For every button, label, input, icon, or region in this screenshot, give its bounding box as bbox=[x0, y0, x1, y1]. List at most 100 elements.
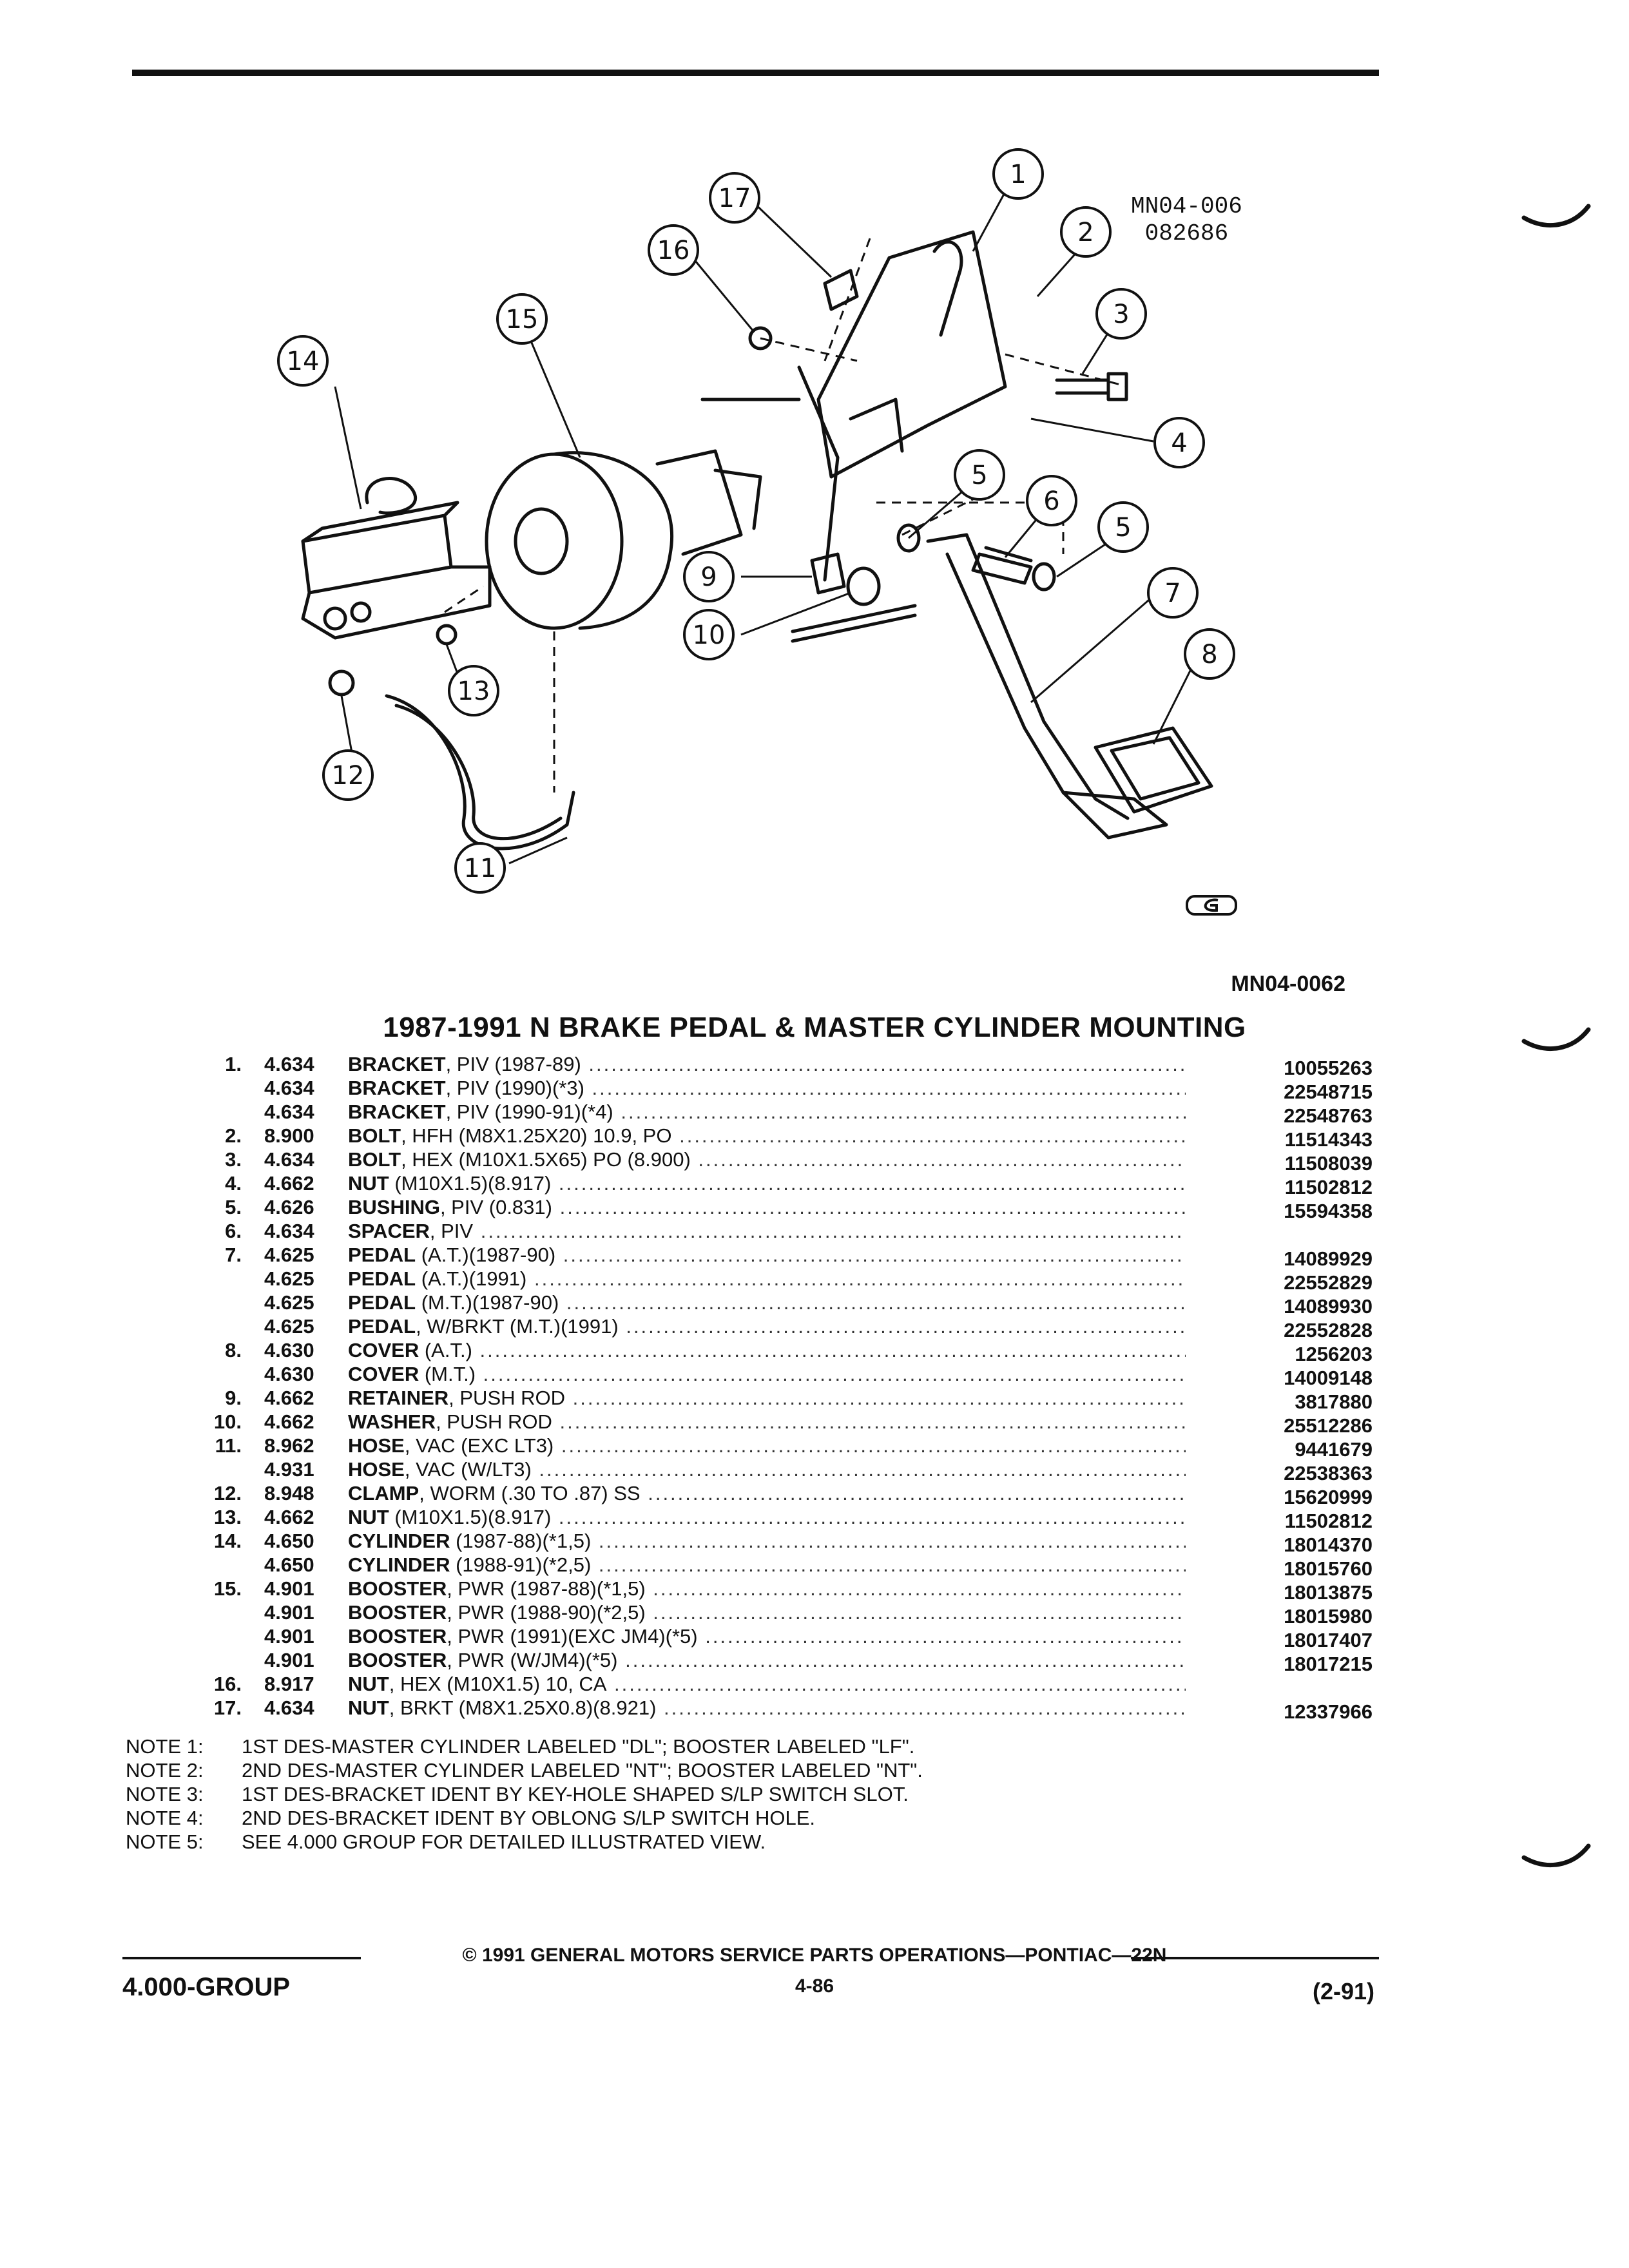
leader-dots: ........................................… bbox=[572, 1387, 1186, 1409]
item-number: 8. bbox=[225, 1339, 242, 1361]
leader-dots: ........................................… bbox=[558, 1506, 1186, 1528]
part-name: BRACKET bbox=[348, 1053, 446, 1075]
leader-dots: ........................................… bbox=[653, 1601, 1186, 1624]
group-number: 4.634 bbox=[264, 1100, 314, 1123]
part-number: 11502812 bbox=[1284, 1510, 1373, 1532]
part-name: NUT bbox=[348, 1673, 389, 1695]
part-detail: , HEX (M10X1.5) 10, CA bbox=[389, 1673, 607, 1695]
note-label: NOTE 5: bbox=[126, 1831, 204, 1853]
group-number: 4.650 bbox=[264, 1530, 314, 1552]
leader-dots: ........................................… bbox=[621, 1100, 1186, 1123]
note: NOTE 1:1ST DES-MASTER CYLINDER LABELED "… bbox=[126, 1735, 923, 1758]
part-detail: , PWR (1987-88)(*1,5) bbox=[447, 1577, 646, 1600]
part-name: BOLT bbox=[348, 1124, 401, 1147]
group-number: 4.634 bbox=[264, 1220, 314, 1242]
part-description: BOOSTER, PWR (1991)(EXC JM4)(*5) .......… bbox=[348, 1625, 1186, 1648]
part-detail: (M.T.)(1987-90) bbox=[416, 1291, 559, 1314]
part-number: 22548763 bbox=[1284, 1104, 1373, 1127]
group-label: 4.000-GROUP bbox=[122, 1973, 291, 2001]
leader-dots: ........................................… bbox=[598, 1553, 1186, 1576]
item-number: 1. bbox=[225, 1053, 242, 1075]
part-detail: (M10X1.5)(8.917) bbox=[389, 1506, 552, 1528]
item-number: 10. bbox=[213, 1410, 242, 1433]
page-number: 4-86 bbox=[795, 1975, 834, 1997]
note: NOTE 5: SEE 4.000 GROUP FOR DETAILED ILLU… bbox=[126, 1830, 923, 1854]
callout-1: 1 bbox=[1010, 160, 1026, 189]
group-number: 4.625 bbox=[264, 1244, 314, 1266]
part-description: BOLT, HFH (M8X1.25X20) 10.9, PO ........… bbox=[348, 1124, 1186, 1148]
item-number: 7. bbox=[225, 1244, 242, 1266]
part-number: 15620999 bbox=[1284, 1486, 1373, 1508]
part-description: BOOSTER, PWR (1987-88)(*1,5) ...........… bbox=[348, 1577, 1186, 1600]
item-number: 12. bbox=[213, 1482, 242, 1504]
group-number: 8.900 bbox=[264, 1124, 314, 1147]
group-number: 8.917 bbox=[264, 1673, 314, 1695]
leader-dots: ........................................… bbox=[559, 1196, 1186, 1218]
leader-dots: ........................................… bbox=[653, 1577, 1186, 1600]
part-description: PEDAL (A.T.)(1991) .....................… bbox=[348, 1267, 1186, 1291]
note-label: NOTE 4: bbox=[126, 1807, 204, 1829]
part-name: COVER bbox=[348, 1339, 419, 1361]
group-number: 4.901 bbox=[264, 1649, 314, 1671]
item-number: 6. bbox=[225, 1220, 242, 1242]
binder-mark-icon bbox=[1521, 1027, 1591, 1051]
group-number: 4.650 bbox=[264, 1553, 314, 1576]
leader-dots: ........................................… bbox=[648, 1482, 1186, 1504]
diagram-code-line-1: MN04-006 bbox=[1131, 193, 1242, 220]
group-number: 4.630 bbox=[264, 1363, 314, 1385]
leader-dots: ........................................… bbox=[561, 1434, 1186, 1457]
group-number: 4.625 bbox=[264, 1315, 314, 1338]
part-description: COVER (A.T.) ...........................… bbox=[348, 1339, 1186, 1362]
part-number: 22538363 bbox=[1284, 1462, 1373, 1485]
callout-5b: 5 bbox=[1115, 513, 1131, 543]
part-detail: , VAC (W/LT3) bbox=[404, 1458, 532, 1481]
group-number: 4.625 bbox=[264, 1267, 314, 1290]
part-description: WASHER, PUSH ROD .......................… bbox=[348, 1410, 1186, 1434]
leader-dots: ........................................… bbox=[566, 1291, 1186, 1314]
group-number: 8.962 bbox=[264, 1434, 314, 1457]
part-description: CYLINDER (1987-88)(*1,5) ...............… bbox=[348, 1530, 1186, 1553]
leader-dots: ........................................… bbox=[563, 1244, 1186, 1266]
leader-dots: ........................................… bbox=[679, 1124, 1186, 1147]
part-description: NUT (M10X1.5)(8.917) ...................… bbox=[348, 1506, 1186, 1529]
part-description: SPACER, PIV ............................… bbox=[348, 1220, 1186, 1243]
leader-dots: ........................................… bbox=[479, 1339, 1186, 1361]
part-name: BOOSTER bbox=[348, 1625, 447, 1648]
note-text: SEE 4.000 GROUP FOR DETAILED ILLUSTRATED… bbox=[242, 1831, 766, 1853]
group-number: 4.634 bbox=[264, 1077, 314, 1099]
part-name: NUT bbox=[348, 1172, 389, 1195]
item-number: 14. bbox=[213, 1530, 242, 1552]
part-name: BRACKET bbox=[348, 1077, 446, 1099]
part-description: BOOSTER, PWR (1988-90)(*2,5) ...........… bbox=[348, 1601, 1186, 1624]
part-name: HOSE bbox=[348, 1434, 405, 1457]
diagram-code-line-2: 082686 bbox=[1144, 220, 1229, 247]
part-number: 18017407 bbox=[1284, 1629, 1373, 1651]
part-detail: (M10X1.5)(8.917) bbox=[389, 1172, 552, 1195]
part-detail: , PWR (1988-90)(*2,5) bbox=[447, 1601, 646, 1624]
note: NOTE 3:1ST DES-BRACKET IDENT BY KEY-HOLE… bbox=[126, 1782, 923, 1806]
part-description: BRACKET, PIV (1987-89) .................… bbox=[348, 1053, 1186, 1076]
item-number: 17. bbox=[213, 1696, 242, 1719]
leader-dots: ........................................… bbox=[625, 1649, 1186, 1671]
leader-dots: ........................................… bbox=[705, 1625, 1186, 1648]
part-name: RETAINER bbox=[348, 1387, 449, 1409]
part-name: SPACER bbox=[348, 1220, 430, 1242]
part-name: CYLINDER bbox=[348, 1553, 450, 1576]
part-detail: , PIV bbox=[429, 1220, 474, 1242]
part-number: 18014370 bbox=[1284, 1533, 1373, 1556]
part-number: 18017215 bbox=[1284, 1653, 1373, 1675]
part-description: COVER (M.T.) ...........................… bbox=[348, 1363, 1186, 1386]
part-name: PEDAL bbox=[348, 1267, 416, 1290]
leader-dots: ........................................… bbox=[626, 1315, 1186, 1338]
item-number: 15. bbox=[213, 1577, 242, 1600]
part-description: NUT, HEX (M10X1.5) 10, CA ..............… bbox=[348, 1673, 1186, 1696]
item-number: 3. bbox=[225, 1148, 242, 1171]
leader-dots: ........................................… bbox=[598, 1530, 1186, 1552]
